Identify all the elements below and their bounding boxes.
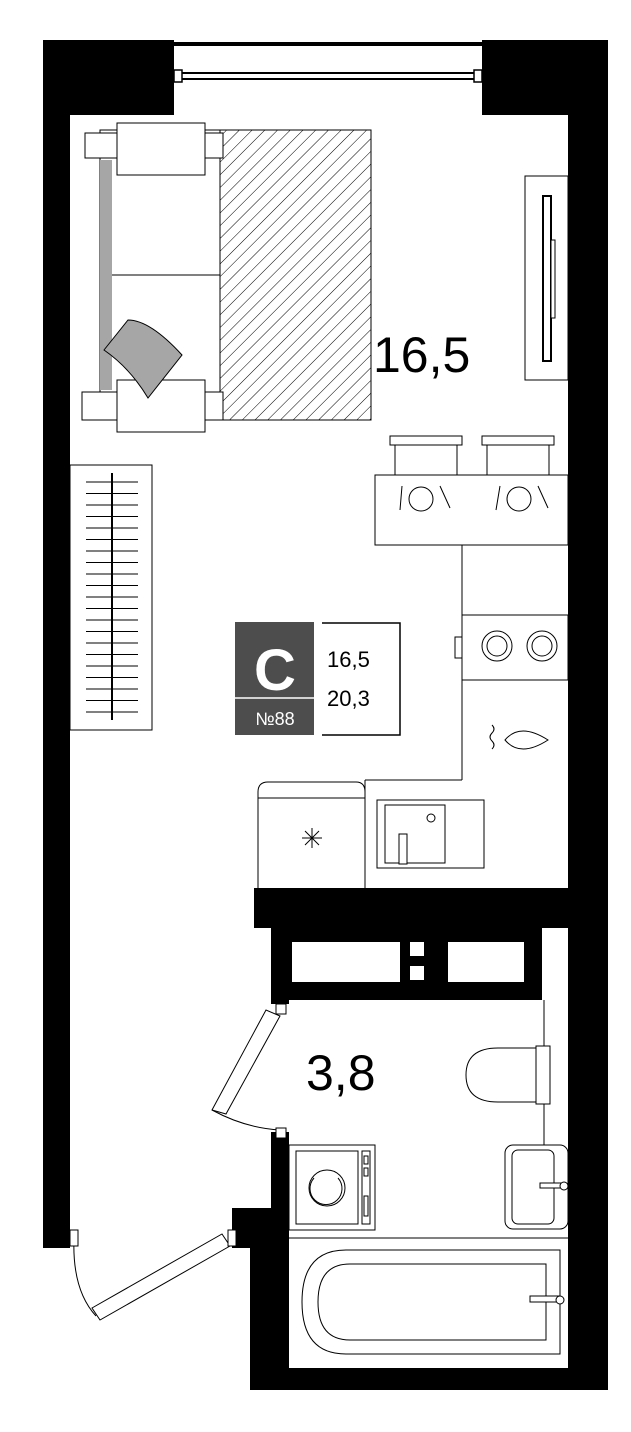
wall-bottom bbox=[250, 1368, 608, 1390]
washing-machine bbox=[288, 1144, 376, 1231]
wall-bath-left-lower bbox=[250, 1208, 289, 1390]
wardrobe bbox=[524, 175, 569, 381]
desk-top bbox=[374, 474, 569, 546]
pillow bbox=[103, 319, 183, 399]
bath-sink bbox=[504, 1144, 569, 1230]
bathroom-area: 3,8 bbox=[306, 1045, 376, 1101]
apartment-badge: С №88 16,5 20,3 bbox=[235, 622, 401, 736]
kitchen-sink bbox=[376, 799, 485, 869]
nightstand-top bbox=[116, 122, 206, 176]
pillow-stripe bbox=[100, 160, 112, 390]
nightstand-bottom bbox=[116, 379, 206, 433]
bathroom-door bbox=[211, 1003, 287, 1139]
badge-type-box bbox=[235, 622, 314, 735]
chair-left bbox=[394, 439, 458, 476]
wall-bath-left-upper bbox=[271, 1132, 289, 1212]
bed-mattress bbox=[219, 129, 372, 421]
fridge bbox=[257, 781, 366, 888]
badge-living-area: 16,5 bbox=[327, 647, 370, 672]
wall-door-jamb bbox=[232, 1208, 254, 1248]
badge-number: №88 bbox=[255, 709, 294, 729]
entrance-door bbox=[69, 1229, 237, 1321]
desk bbox=[374, 435, 569, 546]
walls bbox=[43, 40, 608, 1390]
badge-total-area: 20,3 bbox=[327, 686, 370, 711]
stove bbox=[454, 614, 569, 681]
toilet bbox=[465, 1045, 551, 1105]
radiator bbox=[69, 464, 153, 731]
window bbox=[173, 42, 483, 115]
wall-right bbox=[568, 40, 608, 1390]
kitchen-lamp bbox=[489, 724, 549, 750]
bathtub bbox=[301, 1249, 565, 1355]
badge-type-letter: С bbox=[254, 638, 296, 703]
vent-block bbox=[271, 928, 542, 1004]
bed bbox=[81, 122, 372, 433]
wall-left bbox=[43, 40, 70, 1248]
main-room-area: 16,5 bbox=[373, 327, 470, 383]
wall-partition bbox=[254, 888, 568, 928]
